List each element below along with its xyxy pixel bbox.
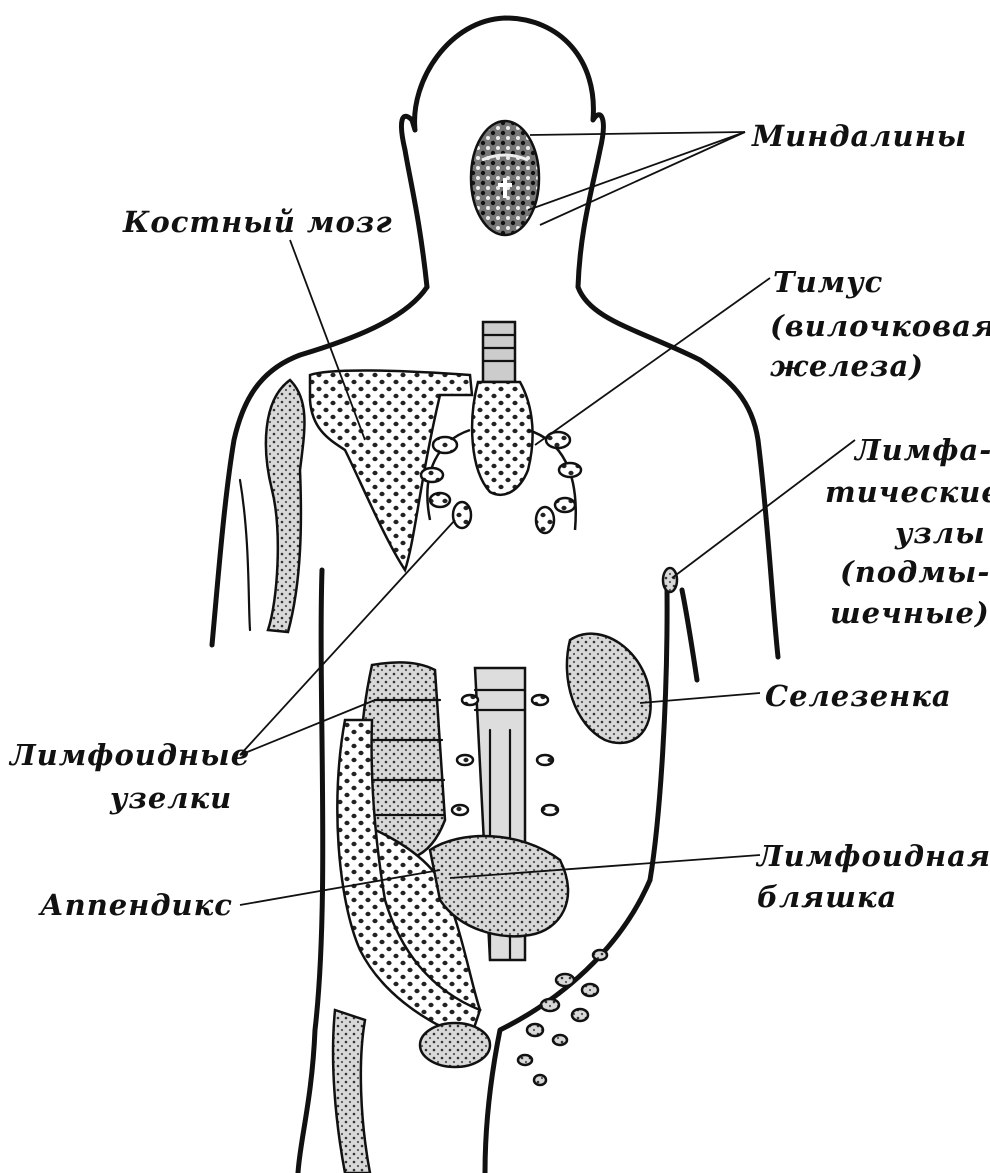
label-lymph-nodes-line5: шечные) (830, 596, 990, 630)
label-appendix: Аппендикс (38, 888, 233, 922)
thymus-illustration (421, 322, 581, 533)
label-tonsils: Миндалины (751, 119, 967, 153)
label-lymph-nodes-line4: (подмы- (840, 555, 990, 589)
spleen-illustration (567, 634, 651, 743)
label-thymus-line2: (вилочковая (770, 309, 990, 343)
label-lymph-nodes-line3: узлы (894, 516, 986, 550)
tonsils-illustration (471, 121, 539, 235)
inguinal-nodes-illustration (518, 950, 607, 1085)
label-lymph-nodes-line1: Лимфа- (853, 433, 990, 467)
label-thymus-line3: железа) (770, 349, 924, 383)
label-thymus-line1: Тимус (773, 265, 883, 299)
label-lymphoid-nodules-line2: узелки (109, 781, 232, 815)
label-peyer-patch-line2: бляшка (757, 880, 897, 914)
label-spleen: Селезенка (765, 679, 952, 713)
label-peyer-patch-line1: Лимфоидная (755, 839, 990, 873)
label-bone-marrow: Костный мозг (122, 205, 393, 239)
label-lymph-nodes-line2: тические (825, 475, 990, 509)
label-lymphoid-nodules-line1: Лимфоидные (8, 738, 250, 772)
axillary-node-illustration (663, 568, 677, 592)
